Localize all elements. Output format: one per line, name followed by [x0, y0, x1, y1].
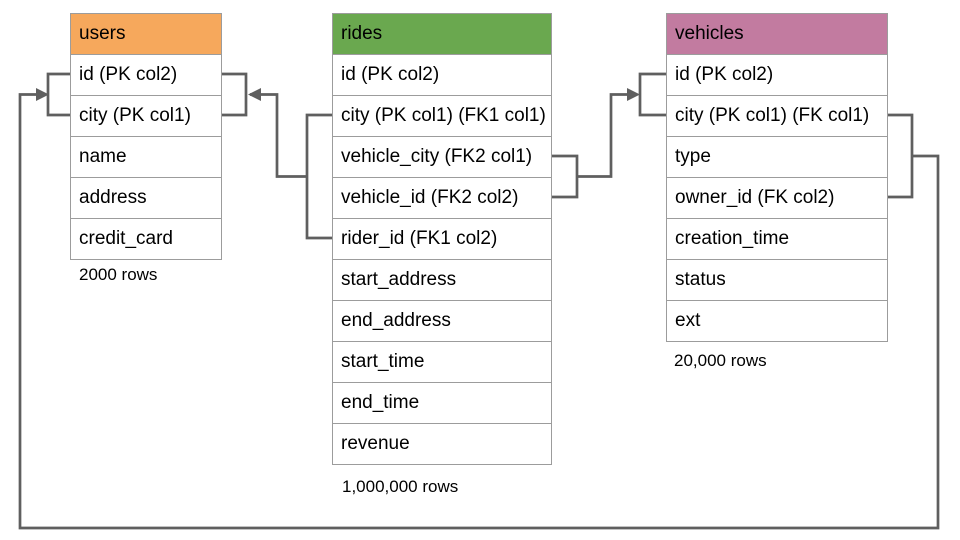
rides-fk2-bracket [552, 154, 579, 199]
rides-row-vehicle-id: vehicle_id (FK2 col2) [333, 177, 551, 218]
rides-row-end-address: end_address [333, 300, 551, 341]
table-vehicles: vehicles id (PK col2) city (PK col1) (FK… [666, 13, 888, 342]
vehicles-row-creation-time: creation_time [667, 218, 887, 259]
vehicles-row-city: city (PK col1) (FK col1) [667, 95, 887, 136]
rides-row-rider-id: rider_id (FK1 col2) [333, 218, 551, 259]
vehicles-fk-bracket [888, 113, 914, 199]
arrowhead-into-vehicles-icon [627, 88, 640, 101]
vehicles-row-id: id (PK col2) [667, 54, 887, 95]
rides-row-start-address: start_address [333, 259, 551, 300]
vehicles-row-count: 20,000 rows [674, 351, 767, 370]
rides-fk1-bracket [305, 113, 332, 240]
vehicles-row-owner-id: owner_id (FK col2) [667, 177, 887, 218]
rides-row-id: id (PK col2) [333, 54, 551, 95]
rides-row-end-time: end_time [333, 382, 551, 423]
table-users: users id (PK col2) city (PK col1) name a… [70, 13, 222, 260]
vehicles-row-type: type [667, 136, 887, 177]
rides-row-vehicle-city: vehicle_city (FK2 col1) [333, 136, 551, 177]
users-row-count: 2000 rows [79, 265, 158, 284]
users-row-name: name [71, 136, 221, 177]
connector-rides-to-users-fk1 [222, 72, 332, 240]
table-users-header: users [71, 14, 221, 54]
vehicles-users-loop-line [18, 93, 940, 530]
rides-row-revenue: revenue [333, 423, 551, 464]
arrowhead-into-users-icon [248, 88, 261, 101]
connector-vehicles-to-users-fk [18, 72, 940, 530]
rides-row-city: city (PK col1) (FK1 col1) [333, 95, 551, 136]
users-row-id: id (PK col2) [71, 54, 221, 95]
connector-rides-to-vehicles-fk2 [552, 72, 666, 199]
table-rides: rides id (PK col2) city (PK col1) (FK1 c… [332, 13, 552, 465]
rides-row-count: 1,000,000 rows [342, 477, 459, 496]
vehicles-row-status: status [667, 259, 887, 300]
table-vehicles-header: vehicles [667, 14, 887, 54]
vehicles-pk-bracket [638, 72, 666, 117]
users-row-credit-card: credit_card [71, 218, 221, 259]
fk2-link-line [577, 93, 627, 178]
table-rides-header: rides [333, 14, 551, 54]
vehicles-row-ext: ext [667, 300, 887, 341]
arrowhead-into-users-left-icon [36, 88, 49, 101]
users-pk-bracket [222, 72, 248, 117]
users-row-address: address [71, 177, 221, 218]
users-left-pk-bracket [46, 72, 70, 117]
fk1-link-line [250, 93, 307, 178]
users-row-city: city (PK col1) [71, 95, 221, 136]
rides-row-start-time: start_time [333, 341, 551, 382]
